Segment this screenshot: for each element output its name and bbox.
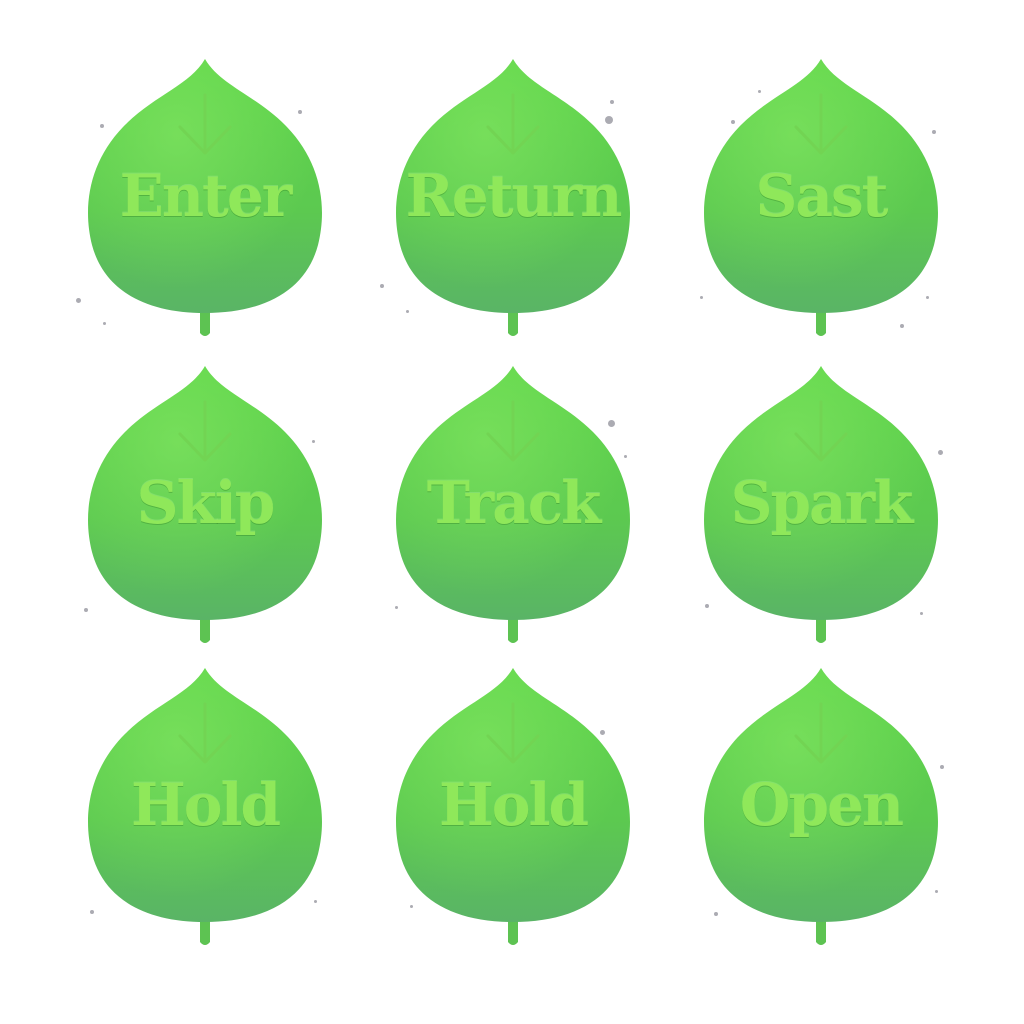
leaf-icon (702, 57, 940, 338)
speck-dot (758, 90, 761, 93)
leaf-button-hold-2[interactable]: Hold (388, 664, 638, 954)
speck-dot (920, 612, 923, 615)
leaf-icon (394, 57, 632, 338)
speck-dot (926, 296, 929, 299)
speck-dot (608, 420, 615, 427)
speck-dot (380, 284, 384, 288)
speck-dot (610, 100, 614, 104)
speck-dot (700, 296, 703, 299)
speck-dot (103, 322, 106, 325)
speck-dot (76, 298, 81, 303)
leaf-icon (394, 666, 632, 947)
speck-dot (410, 905, 413, 908)
speck-dot (90, 910, 94, 914)
speck-dot (395, 606, 398, 609)
leaf-button-skip[interactable]: Skip (80, 362, 330, 652)
speck-dot (705, 604, 709, 608)
speck-dot (314, 900, 317, 903)
leaf-icon (86, 666, 324, 947)
speck-dot (600, 730, 605, 735)
speck-dot (940, 765, 944, 769)
leaf-icon (702, 364, 940, 645)
speck-dot (935, 890, 938, 893)
speck-dot (938, 450, 943, 455)
speck-dot (714, 912, 718, 916)
speck-dot (932, 130, 936, 134)
leaf-button-spark[interactable]: Spark (696, 362, 946, 652)
leaf-icon (86, 57, 324, 338)
leaf-button-track[interactable]: Track (388, 362, 638, 652)
leaf-icon (702, 666, 940, 947)
speck-dot (84, 608, 88, 612)
leaf-button-sast[interactable]: Sast (696, 55, 946, 345)
leaf-button-open[interactable]: Open (696, 664, 946, 954)
leaf-button-hold-1[interactable]: Hold (80, 664, 330, 954)
leaf-icon (394, 364, 632, 645)
leaf-button-return[interactable]: Return (388, 55, 638, 345)
speck-dot (298, 110, 302, 114)
speck-dot (731, 120, 735, 124)
leaf-icon (86, 364, 324, 645)
speck-dot (900, 324, 904, 328)
speck-dot (406, 310, 409, 313)
speck-dot (605, 116, 613, 124)
speck-dot (100, 124, 104, 128)
speck-dot (312, 440, 315, 443)
speck-dot (624, 455, 627, 458)
leaf-button-enter[interactable]: Enter (80, 55, 330, 345)
